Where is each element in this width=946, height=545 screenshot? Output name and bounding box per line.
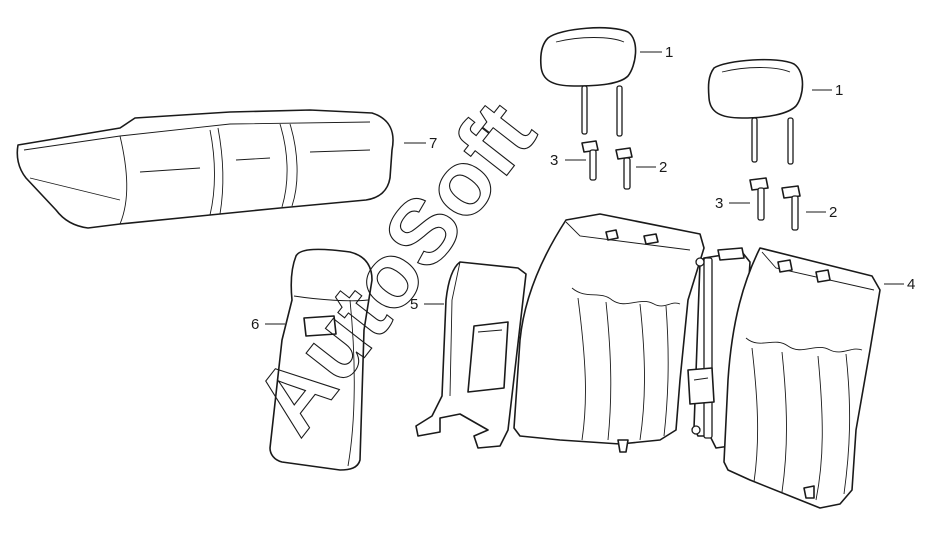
callout-sleeve-right: 3 — [715, 195, 723, 212]
side-panel — [415, 261, 527, 449]
seat-cushion — [16, 109, 394, 229]
side-bolster — [269, 248, 373, 471]
callout-headrest-left: 1 — [665, 44, 673, 61]
backrest-left — [513, 213, 705, 453]
callout-sleeve-left: 3 — [550, 152, 558, 169]
backrest-right — [723, 247, 881, 509]
guide-sleeve-left-2 — [615, 147, 633, 190]
callout-backrest-right: 4 — [907, 276, 915, 293]
callout-side-bolster: 6 — [251, 316, 259, 333]
callout-guide-right: 2 — [829, 204, 837, 221]
leader-lines — [265, 51, 904, 325]
headrest-left — [539, 26, 637, 137]
callout-labels: 1 1 2 2 3 3 4 5 6 7 — [251, 44, 915, 333]
headrest-right — [707, 58, 804, 165]
callout-headrest-right: 1 — [835, 82, 843, 99]
callout-seat-cushion: 7 — [429, 135, 437, 152]
guide-sleeve-left-3 — [581, 140, 599, 181]
callout-guide-left: 2 — [659, 159, 667, 176]
guide-sleeve-right-2 — [781, 185, 801, 231]
callout-side-panel: 5 — [410, 296, 418, 313]
guide-sleeve-right-3 — [749, 177, 769, 221]
